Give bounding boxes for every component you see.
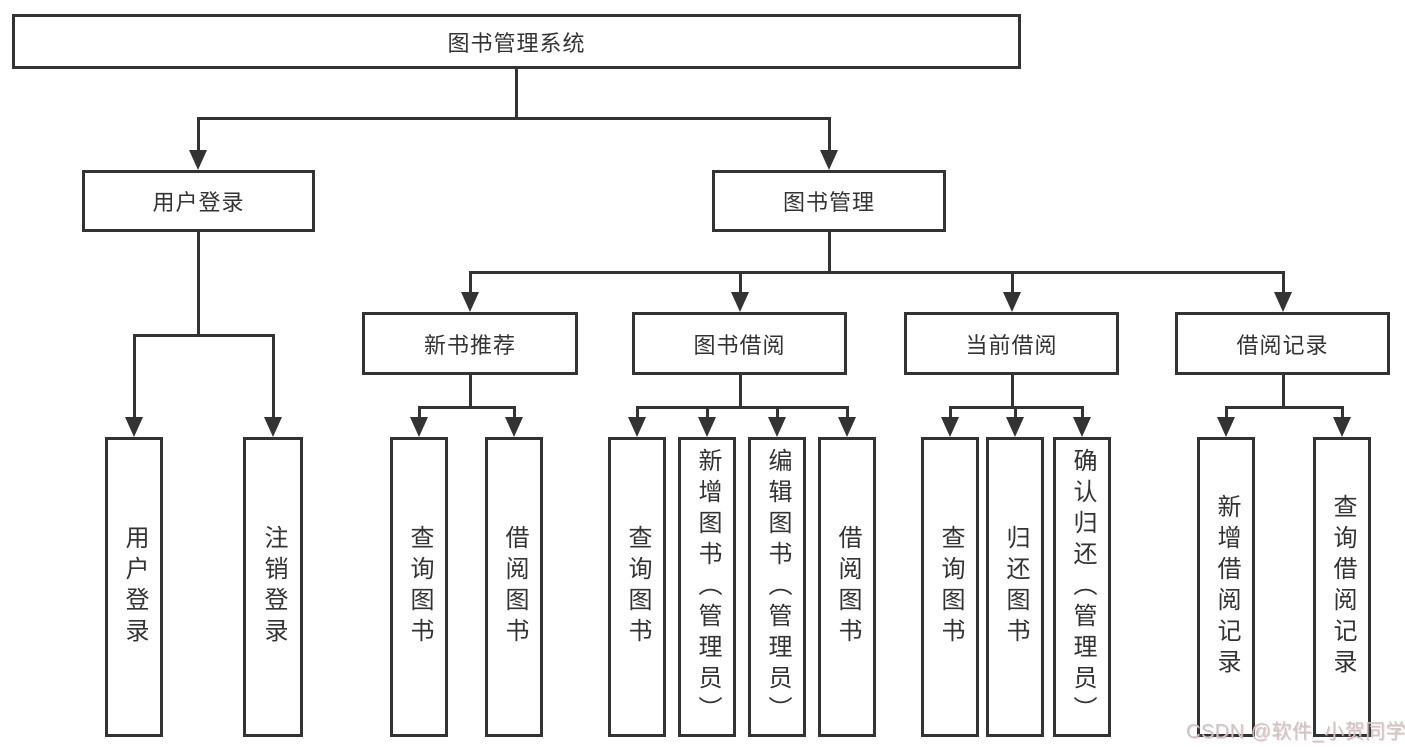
leaf-nbr-query-books: 查询图书 — [390, 437, 448, 737]
connector-cb-stem — [1011, 375, 1014, 408]
connector-drop-user-login — [197, 117, 200, 153]
connector-user-login-branch — [133, 334, 275, 337]
node-current-borrow-label: 当前借阅 — [965, 332, 1058, 358]
arrowhead-book-borrow — [731, 292, 749, 312]
connector-drop-nbr-query — [418, 406, 421, 419]
leaf-user-login: 用户登录 — [105, 437, 163, 737]
csdn-watermark: CSDN @软件_小贺同学 — [1186, 721, 1405, 743]
node-current-borrow: 当前借阅 — [904, 312, 1119, 375]
connector-drop-cb-return — [1014, 406, 1017, 419]
arrowhead-borrow-records — [1274, 292, 1292, 312]
connector-drop-bb-borrow — [846, 406, 849, 419]
connector-drop-current-borrow — [1011, 271, 1014, 294]
connector-drop-leaf-login — [133, 334, 136, 418]
connector-drop-borrow-records — [1282, 271, 1285, 294]
arrowhead-user-login — [189, 150, 207, 170]
leaf-cb-return-books: 归还图书 — [986, 437, 1044, 737]
connector-nbr-stem — [469, 375, 472, 408]
node-root-label: 图书管理系统 — [447, 30, 586, 56]
leaf-bb-query-books: 查询图书 — [608, 437, 666, 737]
leaf-logout-login: 注销登录 — [243, 437, 303, 737]
connector-drop-br-add — [1225, 406, 1228, 419]
node-book-borrow: 图书借阅 — [632, 312, 847, 375]
leaf-bb-borrow-books: 借阅图书 — [818, 437, 876, 737]
node-book-borrow-label: 图书借阅 — [693, 332, 786, 358]
connector-drop-book-borrow — [739, 271, 742, 294]
connector-drop-leaf-logout — [272, 334, 275, 418]
connector-bb-stem — [739, 375, 742, 408]
connector-book-mgmt-stem — [828, 232, 831, 273]
arrowhead-br-query — [1333, 417, 1351, 437]
arrowhead-bb-add — [698, 417, 716, 437]
arrowhead-bb-borrow — [838, 417, 856, 437]
node-borrow-records: 借阅记录 — [1175, 312, 1390, 375]
node-user-login-label: 用户登录 — [152, 190, 245, 215]
node-borrow-records-label: 借阅记录 — [1236, 332, 1329, 358]
connector-bb-branch — [636, 406, 849, 409]
connector-root-stem — [515, 69, 518, 119]
connector-root-branch — [197, 117, 831, 120]
leaf-bb-add-books-admin: 新增图书（管理员） — [678, 437, 736, 737]
connector-drop-br-query — [1341, 406, 1344, 419]
leaf-cb-query-books: 查询图书 — [921, 437, 979, 737]
node-book-mgmt: 图书管理 — [712, 170, 946, 232]
arrowhead-bb-edit — [768, 417, 786, 437]
connector-drop-nbr-borrow — [513, 406, 516, 419]
node-root: 图书管理系统 — [12, 14, 1021, 69]
arrowhead-cb-query — [941, 417, 959, 437]
arrowhead-nbr-query — [410, 417, 428, 437]
arrowhead-br-add — [1217, 417, 1235, 437]
connector-drop-bb-add — [706, 406, 709, 419]
connector-drop-new-book-rec — [469, 271, 472, 294]
arrowhead-new-book-rec — [461, 292, 479, 312]
arrowhead-cb-confirm — [1073, 417, 1091, 437]
connector-nbr-branch — [418, 406, 516, 409]
node-new-book-rec: 新书推荐 — [362, 312, 578, 375]
leaf-br-query-record: 查询借阅记录 — [1313, 437, 1371, 737]
arrowhead-bb-query — [628, 417, 646, 437]
connector-drop-bb-query — [636, 406, 639, 419]
arrowhead-book-mgmt — [820, 150, 838, 170]
arrowhead-cb-return — [1006, 417, 1024, 437]
leaf-nbr-borrow-books: 借阅图书 — [485, 437, 543, 737]
connector-br-branch — [1225, 406, 1344, 409]
connector-drop-bb-edit — [776, 406, 779, 419]
connector-user-login-stem — [197, 232, 200, 336]
arrowhead-nbr-borrow — [505, 417, 523, 437]
connector-drop-cb-query — [949, 406, 952, 419]
connector-drop-book-mgmt — [828, 117, 831, 153]
leaf-br-add-record: 新增借阅记录 — [1197, 437, 1255, 737]
arrowhead-leaf-login — [125, 417, 143, 437]
node-new-book-rec-label: 新书推荐 — [423, 332, 516, 358]
leaf-cb-confirm-return-admin: 确认归还（管理员） — [1053, 437, 1111, 737]
leaf-bb-edit-books-admin: 编辑图书（管理员） — [748, 437, 806, 737]
connector-drop-cb-confirm — [1081, 406, 1084, 419]
connector-book-mgmt-branch — [469, 271, 1285, 274]
arrowhead-current-borrow — [1003, 292, 1021, 312]
arrowhead-leaf-logout — [264, 417, 282, 437]
node-book-mgmt-label: 图书管理 — [782, 190, 875, 215]
node-user-login: 用户登录 — [82, 170, 315, 232]
connector-br-stem — [1282, 375, 1285, 408]
